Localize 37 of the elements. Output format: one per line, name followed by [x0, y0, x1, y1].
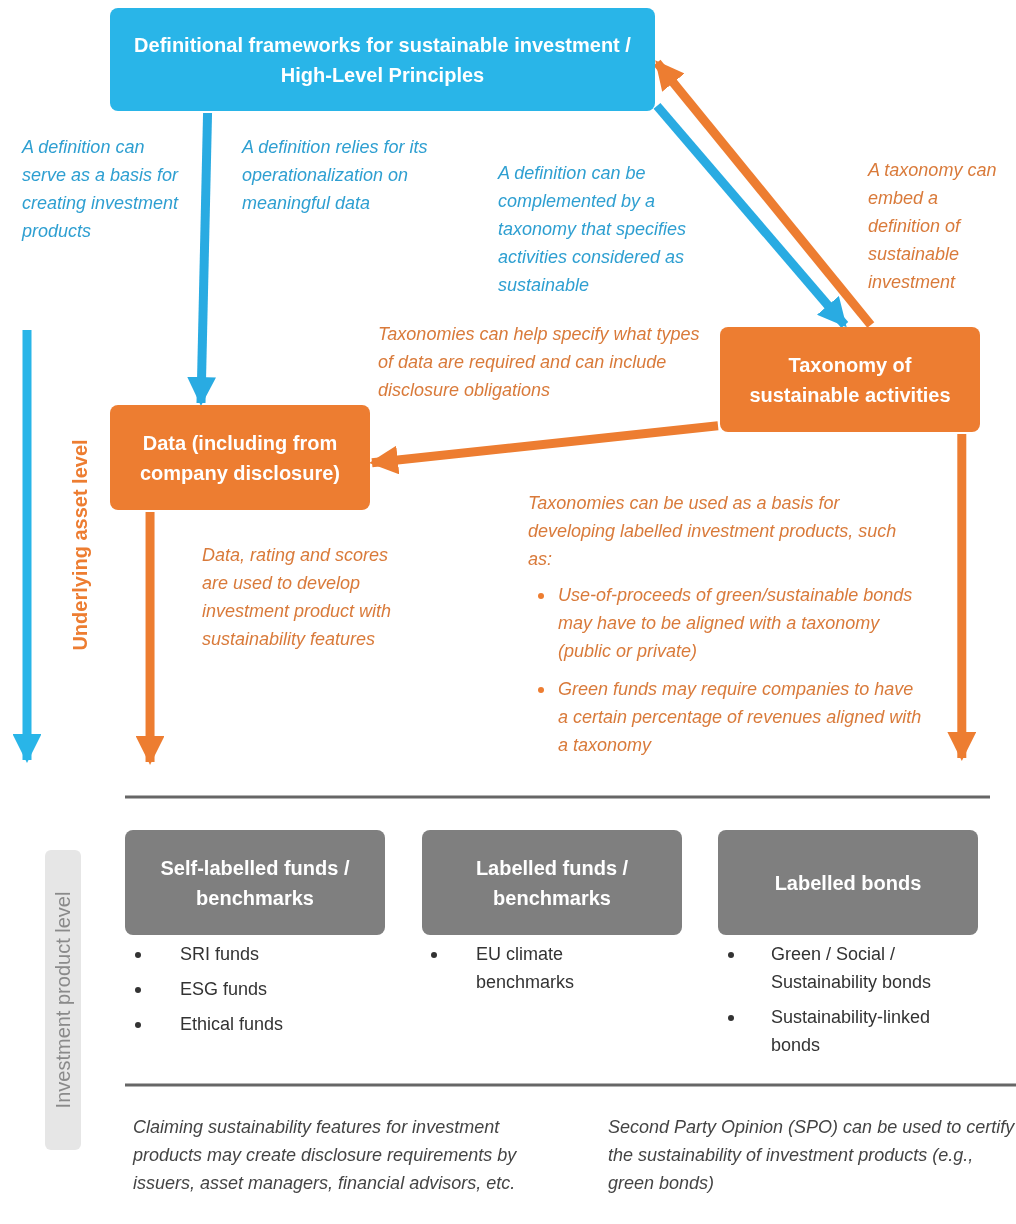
box-label: Definitional frameworks for sustainable investment / High-Level Principles [133, 32, 632, 88]
process-box [718, 830, 978, 935]
box-label: Self-labelled funds / benchmarks [159, 855, 351, 911]
annotation-text: A definition can be complemented by a taxonomy that specifies activities considered as sustainable [498, 162, 688, 297]
annotation-text: Taxonomies can help specify what types of data are required and can include disclosure obligations [378, 323, 701, 402]
bullet-text: Sustainability-linked bonds [771, 1006, 932, 1057]
annotation-text: Data, rating and scores are used to develop investment product with sustainability features [202, 544, 393, 651]
bullet-text: ESG funds [180, 978, 269, 1001]
bullet-text: Green / Social / Sustainability bonds [771, 943, 933, 994]
arrow [187, 112, 216, 406]
box-label: Data (including from company disclosure) [138, 430, 342, 486]
box-label: Labelled bonds [774, 870, 922, 896]
box-label: Labelled funds / benchmarks [474, 855, 630, 911]
annotation-text: A taxonomy can embed a definition of sustainable investment [868, 159, 998, 294]
level-label: Underlying asset level [68, 438, 92, 653]
note-text: Claiming sustainability features for investment products may create disclosure requirements by issuers, asset managers, financial advisors, etc. [133, 1116, 518, 1195]
level-label: Investment product level [45, 850, 81, 1150]
process-box [110, 8, 655, 111]
arrow [947, 434, 977, 761]
arrow [369, 421, 719, 475]
annotation-text: A definition can serve as a basis for creating investment products [22, 136, 180, 243]
bullet-text: EU climate benchmarks [476, 943, 576, 994]
process-box [110, 405, 370, 510]
bullet-text: SRI funds [180, 943, 261, 966]
annotation-text: Taxonomies can be used as a basis for developing labelled investment products, such as: [528, 492, 898, 571]
bullet-text: Use-of-proceeds of green/sustainable bonds may have to be aligned with a taxonomy (public or private) [558, 584, 914, 663]
box-label: Taxonomy of sustainable activities [748, 352, 952, 408]
arrow [653, 59, 875, 328]
bullet-text: Ethical funds [180, 1013, 285, 1036]
note-text: Second Party Opinion (SPO) can be used to certify the sustainability of investment products (e.g., green bonds) [608, 1116, 1016, 1195]
arrow [135, 512, 165, 765]
bullet-text: Green funds may require companies to have a certain percentage of revenues aligned with a taxonomy [558, 678, 923, 757]
process-box [125, 830, 385, 935]
annotation-text: A definition relies for its operationalization on meaningful data [242, 136, 429, 215]
process-box [422, 830, 682, 935]
arrow [653, 102, 849, 328]
process-box [720, 327, 980, 432]
